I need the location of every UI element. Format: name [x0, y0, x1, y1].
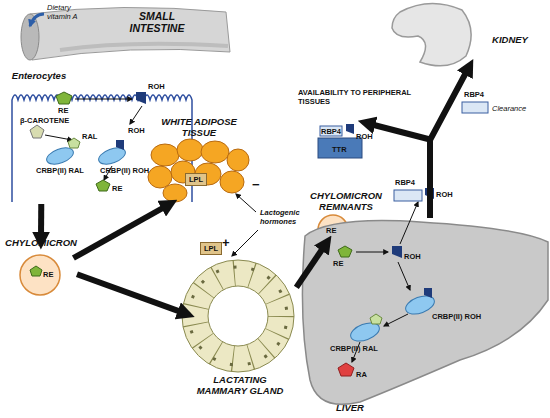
flow-arrow [77, 274, 183, 312]
text-label: RE [58, 106, 68, 115]
diagram-node: WHITE ADIPOSE TISSUE LPL [148, 116, 250, 206]
node-text: RE [43, 270, 63, 279]
text-label: CRBP(II) ROH [100, 166, 149, 175]
text-label: RE [112, 184, 122, 193]
diagram-node: CHYLOMICRON REMNANTS RE [310, 190, 382, 246]
text-label: CRBP(II) RAL [36, 166, 84, 175]
flow-arrow [73, 206, 166, 258]
text-label: RBP4 [464, 90, 484, 99]
node-text: LACTATING MAMMARY GLAND [192, 374, 288, 396]
node-text: LPL [185, 173, 207, 186]
kidney-organ [392, 3, 471, 65]
text-label: Dietary vitamin A [47, 3, 93, 21]
text-label: ROH [404, 252, 421, 261]
text-label: RBP4 [321, 127, 341, 136]
flow-arrow [38, 204, 44, 237]
node-text: KIDNEY [480, 34, 540, 45]
text-label: ROH [356, 132, 373, 141]
node-text: CHYLOMICRON REMNANTS [310, 190, 382, 212]
text-label: + [222, 236, 230, 249]
diagram-node: CHYLOMICRON RE [5, 237, 77, 297]
diagram-node: LPL LACTATING MAMMARY GLAND [178, 240, 300, 398]
enterocyte-cell [12, 92, 192, 202]
node-text: SMALL INTESTINE [112, 10, 202, 34]
flow-arrow [430, 70, 467, 218]
diagram-node: LIVER [300, 218, 550, 416]
node-text: WHITE ADIPOSE TISSUE [152, 116, 246, 138]
node-text: Enterocytes [4, 70, 74, 81]
text-label: Lactogenic hormones [260, 208, 310, 226]
text-label: CRBP(II) RAL [330, 344, 378, 353]
diagram-node: Enterocytes [10, 88, 194, 204]
node-text: RE [326, 226, 346, 235]
text-label: RBP4 [395, 178, 415, 187]
text-label: − [252, 178, 260, 191]
text-label: Clearance [492, 104, 526, 113]
adipose-cells [148, 139, 249, 202]
node-text: CHYLOMICRON [5, 237, 77, 248]
text-label: ROH [128, 126, 145, 135]
text-label: ROH [148, 82, 165, 91]
mammary-acinus [182, 260, 294, 372]
node-text: LIVER [320, 402, 380, 413]
liver-organ [302, 202, 548, 404]
text-label: AVAILABILITY TO PERIPHERAL TISSUES [298, 88, 428, 106]
flow-arrow [296, 246, 324, 287]
text-label: RE [333, 259, 343, 268]
text-label: ROH [436, 190, 453, 199]
diagram-node: KIDNEY [380, 0, 548, 70]
text-label: β-CAROTENE [20, 116, 69, 125]
text-label: RAL [82, 132, 97, 141]
text-label: TTR [332, 145, 347, 154]
chylomicron-particle [20, 255, 60, 295]
text-label: RA [356, 370, 367, 379]
text-label: CRBP(II) ROH [432, 312, 481, 321]
node-text: LPL [200, 242, 222, 255]
